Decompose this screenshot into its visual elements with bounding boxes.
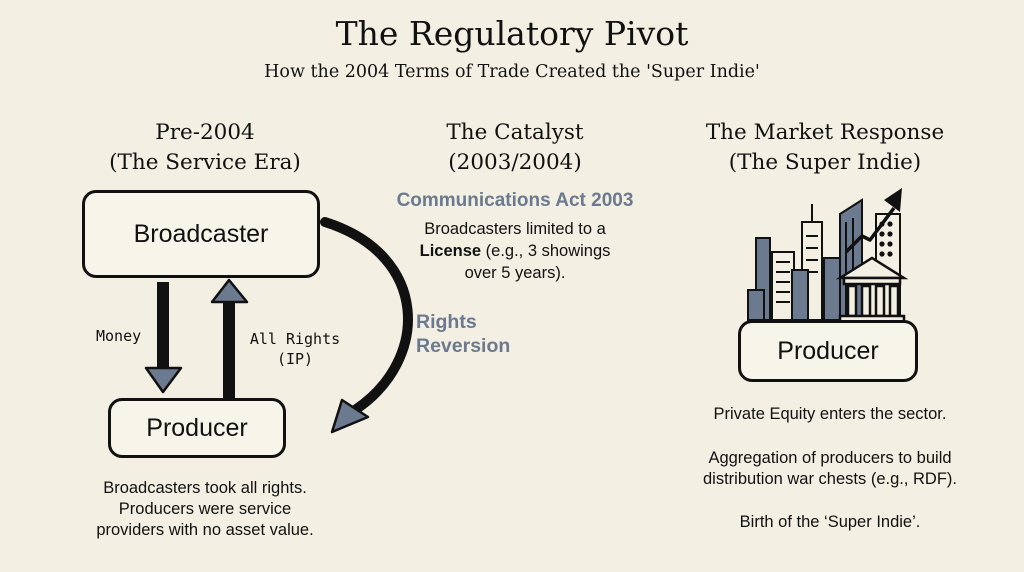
rights-arrow: [210, 278, 249, 400]
reversion-line1: Rights: [416, 311, 477, 333]
rights-label-line2: (IP): [276, 350, 314, 368]
left-heading-line2: (The Service Era): [109, 150, 301, 175]
bank-building-icon: [835, 256, 909, 324]
right-point-2: Aggregation of producers to build distri…: [660, 448, 1000, 490]
rights-reversion-label: Rights Reversion: [416, 310, 510, 358]
broadcaster-box: Broadcaster: [82, 190, 320, 278]
act-desc-line2-rest: (e.g., 3 showings: [481, 242, 611, 260]
act-desc-line1: Broadcasters limited to a: [424, 220, 606, 238]
money-label: Money: [96, 327, 142, 345]
left-caption: Broadcasters took all rights. Producers …: [40, 478, 370, 541]
reversion-line2: Reversion: [416, 335, 511, 357]
right-heading-line1: The Market Response: [705, 120, 945, 145]
rights-reversion-arrow: [320, 217, 413, 434]
rights-label: All Rights (IP): [240, 329, 350, 369]
act-title: Communications Act 2003: [396, 190, 634, 211]
right-point-2-line2: distribution war chests (e.g., RDF).: [703, 470, 957, 488]
license-term: License: [419, 242, 482, 260]
right-heading-line2: (The Super Indie): [728, 150, 922, 175]
growth-arrow-icon: [844, 188, 902, 254]
page-title: The Regulatory Pivot: [335, 14, 689, 53]
middle-column-heading: The Catalyst (2003/2004): [370, 118, 660, 178]
right-point-2-line1: Aggregation of producers to build: [708, 449, 952, 467]
right-point-3: Birth of the ‘Super Indie’.: [739, 513, 921, 531]
left-caption-line1: Broadcasters took all rights.: [103, 479, 307, 497]
left-caption-line2: Producers were service: [118, 500, 292, 518]
producer-box-right: Producer: [738, 320, 918, 382]
act-desc-line2: License (e.g., 3 showings: [360, 240, 670, 262]
right-column-heading: The Market Response (The Super Indie): [660, 118, 990, 178]
left-heading-line1: Pre-2004: [155, 120, 255, 145]
right-point-1: Private Equity enters the sector.: [713, 405, 947, 423]
page-subtitle: How the 2004 Terms of Trade Created the …: [264, 62, 760, 82]
act-description: Broadcasters limited to a License (e.g.,…: [360, 218, 670, 284]
left-caption-line3: providers with no asset value.: [96, 521, 314, 539]
money-arrow: [144, 282, 183, 394]
middle-heading-line2: (2003/2004): [448, 150, 582, 175]
rights-label-line1: All Rights: [249, 330, 341, 348]
producer-box-left: Producer: [108, 398, 286, 458]
left-column-heading: Pre-2004 (The Service Era): [60, 118, 350, 178]
middle-heading-line1: The Catalyst: [446, 120, 584, 145]
act-desc-line3: over 5 years).: [464, 264, 566, 282]
